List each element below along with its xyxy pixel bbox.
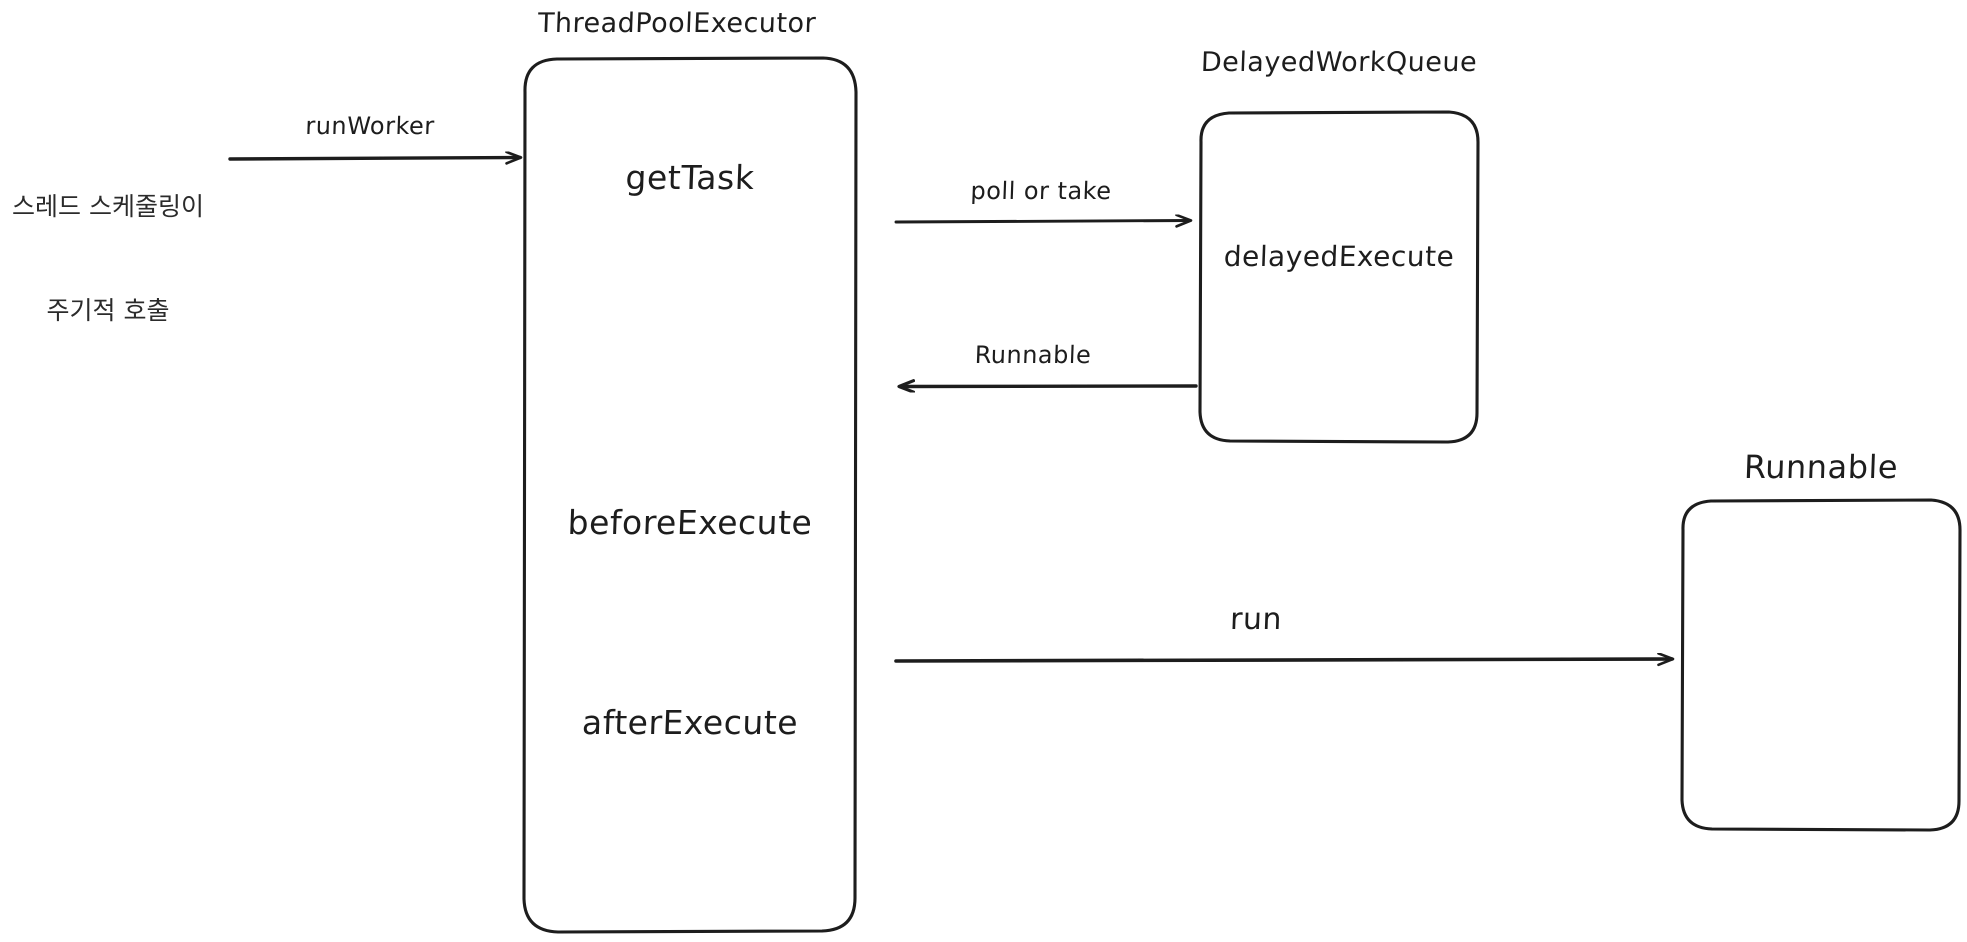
edge-poll-or-take xyxy=(894,221,1190,223)
edge-runworker xyxy=(228,158,520,160)
node-delayedworkqueue[interactable] xyxy=(1198,110,1480,444)
edge-label-runnable-return: Runnable xyxy=(974,341,1092,369)
node-item-gettask[interactable]: getTask xyxy=(624,158,756,197)
annotation-line-2: 주기적 호출 xyxy=(46,295,170,325)
node-item-delayedexecute[interactable]: delayedExecute xyxy=(1223,240,1455,273)
annotation-scheduler-note: 스레드 스케줄링이 주기적 호출 xyxy=(12,121,204,397)
node-title-runnable: Runnable xyxy=(1743,448,1899,486)
edge-run xyxy=(894,659,1672,661)
edge-runnable-return xyxy=(900,386,1198,387)
node-item-afterexecute[interactable]: afterExecute xyxy=(581,703,799,742)
node-item-beforeexecute[interactable]: beforeExecute xyxy=(567,503,814,542)
edge-label-poll-or-take: poll or take xyxy=(970,177,1113,205)
annotation-line-1: 스레드 스케줄링이 xyxy=(12,192,204,221)
node-title-threadpoolexecutor: ThreadPoolExecutor xyxy=(537,8,817,39)
edge-label-runworker: runWorker xyxy=(304,112,436,140)
node-runnable[interactable] xyxy=(1680,498,1962,832)
node-title-delayedworkqueue: DelayedWorkQueue xyxy=(1200,47,1478,78)
edge-label-run: run xyxy=(1229,602,1283,637)
